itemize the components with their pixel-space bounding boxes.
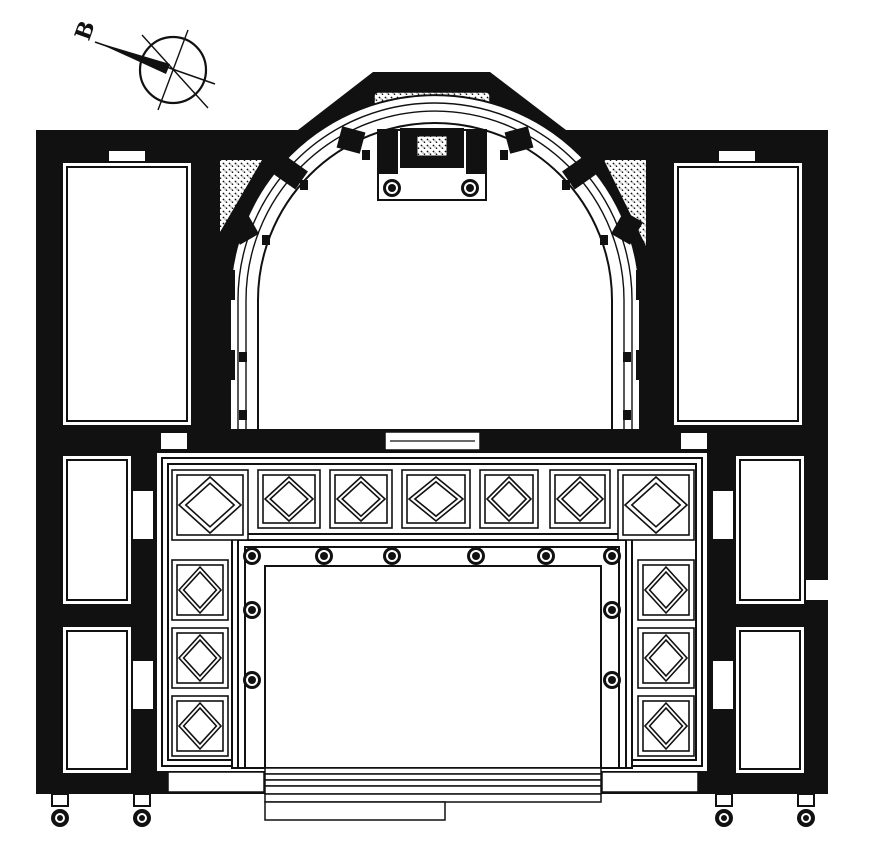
compass-line-a bbox=[141, 34, 209, 109]
post bbox=[797, 793, 815, 827]
column bbox=[603, 671, 621, 689]
apse-ring-b bbox=[245, 110, 625, 431]
room-left-low bbox=[61, 625, 133, 775]
floor-tile bbox=[479, 469, 539, 529]
passage-top-left bbox=[159, 431, 189, 451]
floor-tiles bbox=[171, 469, 695, 757]
passage-top-right bbox=[679, 431, 709, 451]
colonnade bbox=[223, 179, 641, 789]
opening-left-top bbox=[107, 149, 147, 163]
compass-label: B bbox=[70, 17, 101, 43]
entrance-steps bbox=[167, 767, 699, 821]
column bbox=[603, 547, 621, 565]
room-right-mid-inner bbox=[739, 459, 801, 601]
floor-tile bbox=[171, 559, 229, 621]
column bbox=[467, 547, 485, 565]
step-1 bbox=[264, 767, 602, 775]
column bbox=[315, 547, 333, 565]
column bbox=[461, 179, 479, 197]
floor-tile bbox=[171, 695, 229, 757]
floor-tile bbox=[329, 469, 393, 529]
floor-tile-corner-right bbox=[617, 469, 695, 541]
room-left-mid-inner bbox=[66, 459, 128, 601]
column bbox=[383, 547, 401, 565]
porch-left bbox=[167, 771, 265, 793]
post bbox=[51, 793, 69, 827]
step-4 bbox=[264, 785, 602, 795]
floor-tile bbox=[549, 469, 611, 529]
compass-ring bbox=[138, 35, 208, 105]
room-right-large bbox=[672, 161, 804, 427]
opening-right-top bbox=[717, 149, 757, 163]
floor-tile bbox=[257, 469, 321, 529]
room-left-low-inner bbox=[66, 630, 128, 770]
room-left-large bbox=[61, 161, 193, 427]
post bbox=[133, 793, 151, 827]
column bbox=[537, 547, 555, 565]
room-right-low bbox=[734, 625, 806, 775]
step-2 bbox=[264, 773, 602, 781]
porch-right bbox=[601, 771, 699, 793]
stipple-left bbox=[220, 160, 262, 232]
north-arrow-icon: B bbox=[70, 17, 216, 111]
room-left-large-inner bbox=[66, 166, 188, 422]
apse-ring-markers bbox=[239, 150, 631, 420]
floor-tile-corner-left bbox=[171, 469, 249, 541]
passage-left-a bbox=[131, 489, 155, 541]
notch-right bbox=[806, 580, 830, 600]
passage-left-b bbox=[131, 659, 155, 711]
floor-tile bbox=[637, 695, 695, 757]
passage-right-a bbox=[711, 489, 735, 541]
passage-right-b bbox=[711, 659, 735, 711]
post bbox=[715, 793, 733, 827]
apse-inner-line bbox=[257, 122, 613, 431]
room-right-mid bbox=[734, 454, 806, 606]
compass-needle bbox=[96, 42, 170, 74]
floor-tile bbox=[401, 469, 471, 529]
bottom-posts bbox=[51, 793, 815, 827]
column bbox=[243, 671, 261, 689]
column bbox=[603, 601, 621, 619]
apse-piers bbox=[213, 126, 658, 380]
step-3 bbox=[264, 779, 602, 787]
room-right-large-inner bbox=[677, 166, 799, 422]
central-court bbox=[264, 565, 602, 769]
side-rooms bbox=[61, 149, 830, 775]
floor-tile bbox=[637, 559, 695, 621]
apse bbox=[213, 94, 658, 451]
room-left-mid bbox=[61, 454, 133, 606]
step-6 bbox=[264, 801, 446, 821]
column bbox=[243, 601, 261, 619]
step-5 bbox=[264, 793, 602, 803]
column bbox=[243, 547, 261, 565]
room-right-low-inner bbox=[739, 630, 801, 770]
floor-tile bbox=[171, 627, 229, 689]
compass-axis bbox=[94, 41, 216, 85]
floor-tile bbox=[637, 627, 695, 689]
column bbox=[383, 179, 401, 197]
